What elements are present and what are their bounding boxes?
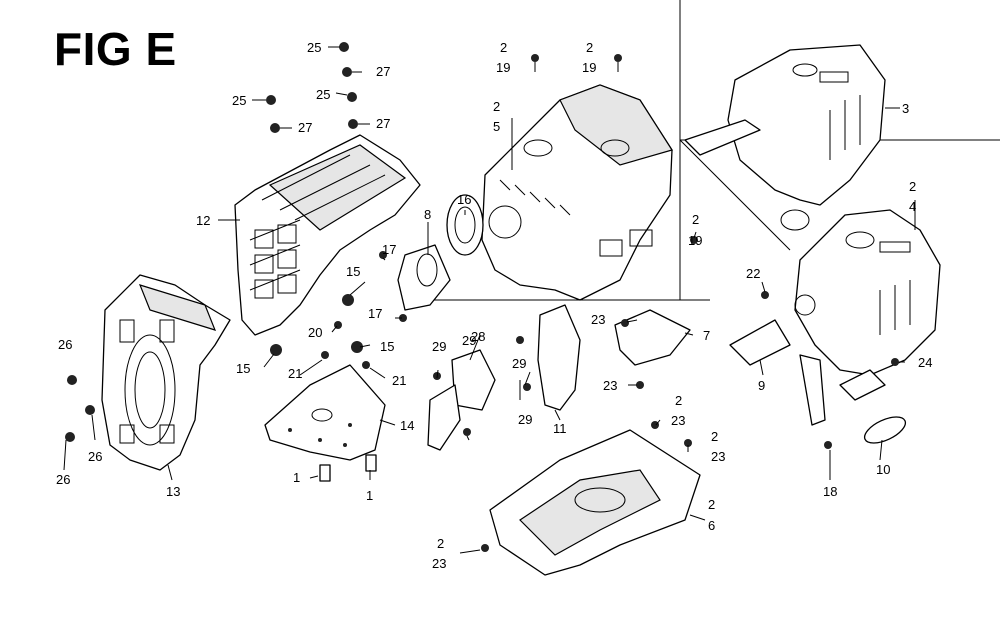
callout-labels: 25 27 25 25 27 27 2 19 2 19 3 2 5 2 4 12… (56, 40, 932, 571)
muffler-part-4 (794, 209, 941, 426)
muffler-part-3 (684, 44, 886, 231)
callout: 26 (56, 472, 70, 487)
callout: 13 (166, 484, 180, 499)
callout: 23 (671, 413, 685, 428)
callout: 12 (196, 213, 210, 228)
callout: 27 (376, 64, 390, 79)
callout: 2 (500, 40, 507, 55)
callout: 24 (918, 355, 932, 370)
heat-shield-part-12 (234, 134, 421, 336)
callout: 2 (692, 212, 699, 227)
gasket-part-16 (446, 194, 484, 256)
callout: 17 (368, 306, 382, 321)
callout: 2 (909, 179, 916, 194)
callout: 9 (758, 378, 765, 393)
callout: 22 (746, 266, 760, 281)
cap-part-8 (397, 244, 451, 311)
callout: 14 (400, 418, 414, 433)
callout: 25 (232, 93, 246, 108)
gasket-part-10 (863, 416, 907, 444)
frame-part-13 (101, 274, 231, 471)
muffler-tray-part-6 (489, 429, 701, 576)
callout: 23 (591, 312, 605, 327)
callout: 25 (307, 40, 321, 55)
callout: 4 (909, 199, 916, 214)
callout: 27 (298, 120, 312, 135)
callout: 2 (711, 429, 718, 444)
callout: 2 (437, 536, 444, 551)
callout: 20 (308, 325, 322, 340)
leader-lines (63, 46, 916, 554)
callout: 26 (58, 337, 72, 352)
callout: 19 (496, 60, 510, 75)
callout: 29 (518, 412, 532, 427)
callout: 7 (703, 328, 710, 343)
callout: 10 (876, 462, 890, 477)
cover-part-7 (614, 309, 691, 366)
callout: 5 (493, 119, 500, 134)
callout: 27 (376, 116, 390, 131)
callout: 2 (493, 99, 500, 114)
callout: 29 (432, 339, 446, 354)
spark-arrestor-part-9 (729, 319, 791, 366)
callout: 15 (380, 339, 394, 354)
callout: 25 (316, 87, 330, 102)
callout: 19 (582, 60, 596, 75)
callout: 26 (88, 449, 102, 464)
callout: 23 (603, 378, 617, 393)
callout: 15 (346, 264, 360, 279)
callout: 29 (512, 356, 526, 371)
base-plate-part-14 (264, 364, 386, 461)
callout: 23 (711, 449, 725, 464)
callout: 16 (457, 192, 471, 207)
exhaust-pipe-part-28 (427, 349, 496, 451)
callout: 8 (424, 207, 431, 222)
callout: 1 (366, 488, 373, 503)
callout: 23 (432, 556, 446, 571)
callout: 2 (586, 40, 593, 55)
bracket-part-11 (537, 304, 581, 411)
callout: 18 (823, 484, 837, 499)
callout: 21 (392, 373, 406, 388)
callout: 11 (553, 421, 567, 436)
callout: 28 (471, 329, 485, 344)
callout: 21 (288, 366, 302, 381)
callout: 2 (708, 497, 715, 512)
callout: 19 (688, 233, 702, 248)
figure-title: FIG E (54, 23, 177, 75)
callout: 6 (708, 518, 715, 533)
callout: 15 (236, 361, 250, 376)
muffler-cover-part-5 (481, 84, 673, 301)
callout: 29 (462, 333, 476, 348)
callout: 3 (902, 101, 909, 116)
callout: 1 (293, 470, 300, 485)
callout: 2 (675, 393, 682, 408)
callout: 17 (382, 242, 396, 257)
